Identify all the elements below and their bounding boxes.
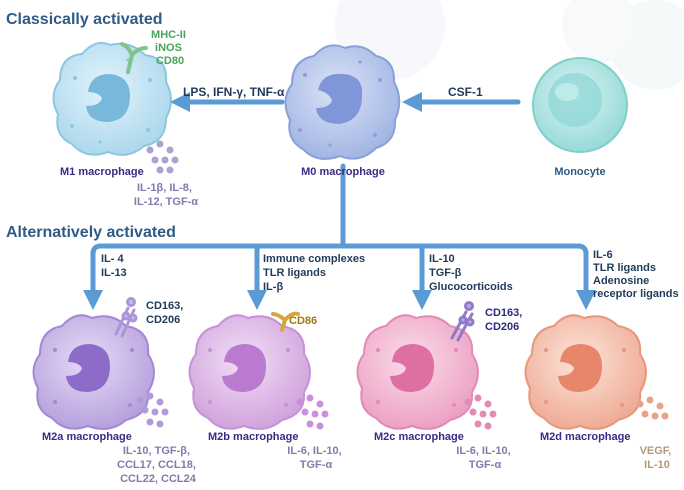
- label-m2b-macrophage: M2b macrophage: [208, 431, 298, 443]
- m2c-receptor-icon: [450, 301, 475, 342]
- m2b-receptor-icon: [271, 311, 300, 332]
- heading-alternatively-activated: Alternatively activated: [6, 224, 176, 241]
- stimulus-m1: LPS, IFN-γ, TNF-α: [183, 85, 285, 99]
- m2b-markers: CD86: [289, 315, 317, 327]
- label-monocyte: Monocyte: [554, 166, 605, 178]
- stimulus-m2c: IL-10 TGF-β Glucocorticoids: [429, 253, 513, 293]
- m1-markers: MHC-II iNOS CD80: [151, 29, 189, 67]
- m2c-cytokine-dots: [464, 394, 497, 430]
- stimulus-m2a: IL- 4 IL-13: [101, 253, 127, 279]
- m1-cytokine-dots: [146, 140, 179, 174]
- m2b-cytokines: IL-6, IL-10, TGF-α: [287, 445, 344, 471]
- m2b-macrophage-cell: [188, 314, 311, 430]
- stimulus-csf1: CSF-1: [448, 85, 483, 99]
- label-m0-macrophage: M0 macrophage: [301, 166, 385, 178]
- m1-macrophage-cell: [52, 41, 172, 156]
- m2c-markers: CD163, CD206: [485, 307, 525, 333]
- m0-macrophage-cell: [284, 44, 401, 160]
- label-m2a-macrophage: M2a macrophage: [42, 431, 132, 443]
- m2a-cytokine-dots: [136, 392, 169, 428]
- m2a-markers: CD163, CD206: [146, 300, 186, 326]
- m1-cytokines: IL-1β, IL-8, IL-12, TGF-α: [134, 182, 198, 208]
- label-m1-macrophage: M1 macrophage: [60, 166, 144, 178]
- m2c-macrophage-cell: [356, 314, 479, 430]
- m2d-macrophage-cell: [524, 314, 647, 430]
- m2a-macrophage-cell: [32, 314, 155, 430]
- monocyte-cell: [532, 57, 628, 153]
- m2c-cytokines: IL-6, IL-10, TGF-α: [456, 445, 513, 471]
- stimulus-m2b: Immune complexes TLR ligands IL-β: [263, 253, 368, 293]
- label-m2d-macrophage: M2d macrophage: [540, 431, 630, 443]
- m2d-cytokine-dots: [636, 396, 669, 420]
- stimulus-m2d: IL-6 TLR ligands Adenosine receptor liga…: [593, 249, 679, 300]
- arrows: [83, 92, 596, 310]
- m2a-cytokines: IL-10, TGF-β, CCL17, CCL18, CCL22, CCL24: [117, 445, 199, 485]
- m1-receptor-icon: [120, 42, 148, 74]
- m2a-receptor-icon: [114, 297, 138, 338]
- m2d-cytokines: VEGF, IL-10: [640, 445, 675, 471]
- m2b-cytokine-dots: [296, 394, 329, 430]
- heading-classically-activated: Classically activated: [6, 11, 163, 28]
- label-m2c-macrophage: M2c macrophage: [374, 431, 464, 443]
